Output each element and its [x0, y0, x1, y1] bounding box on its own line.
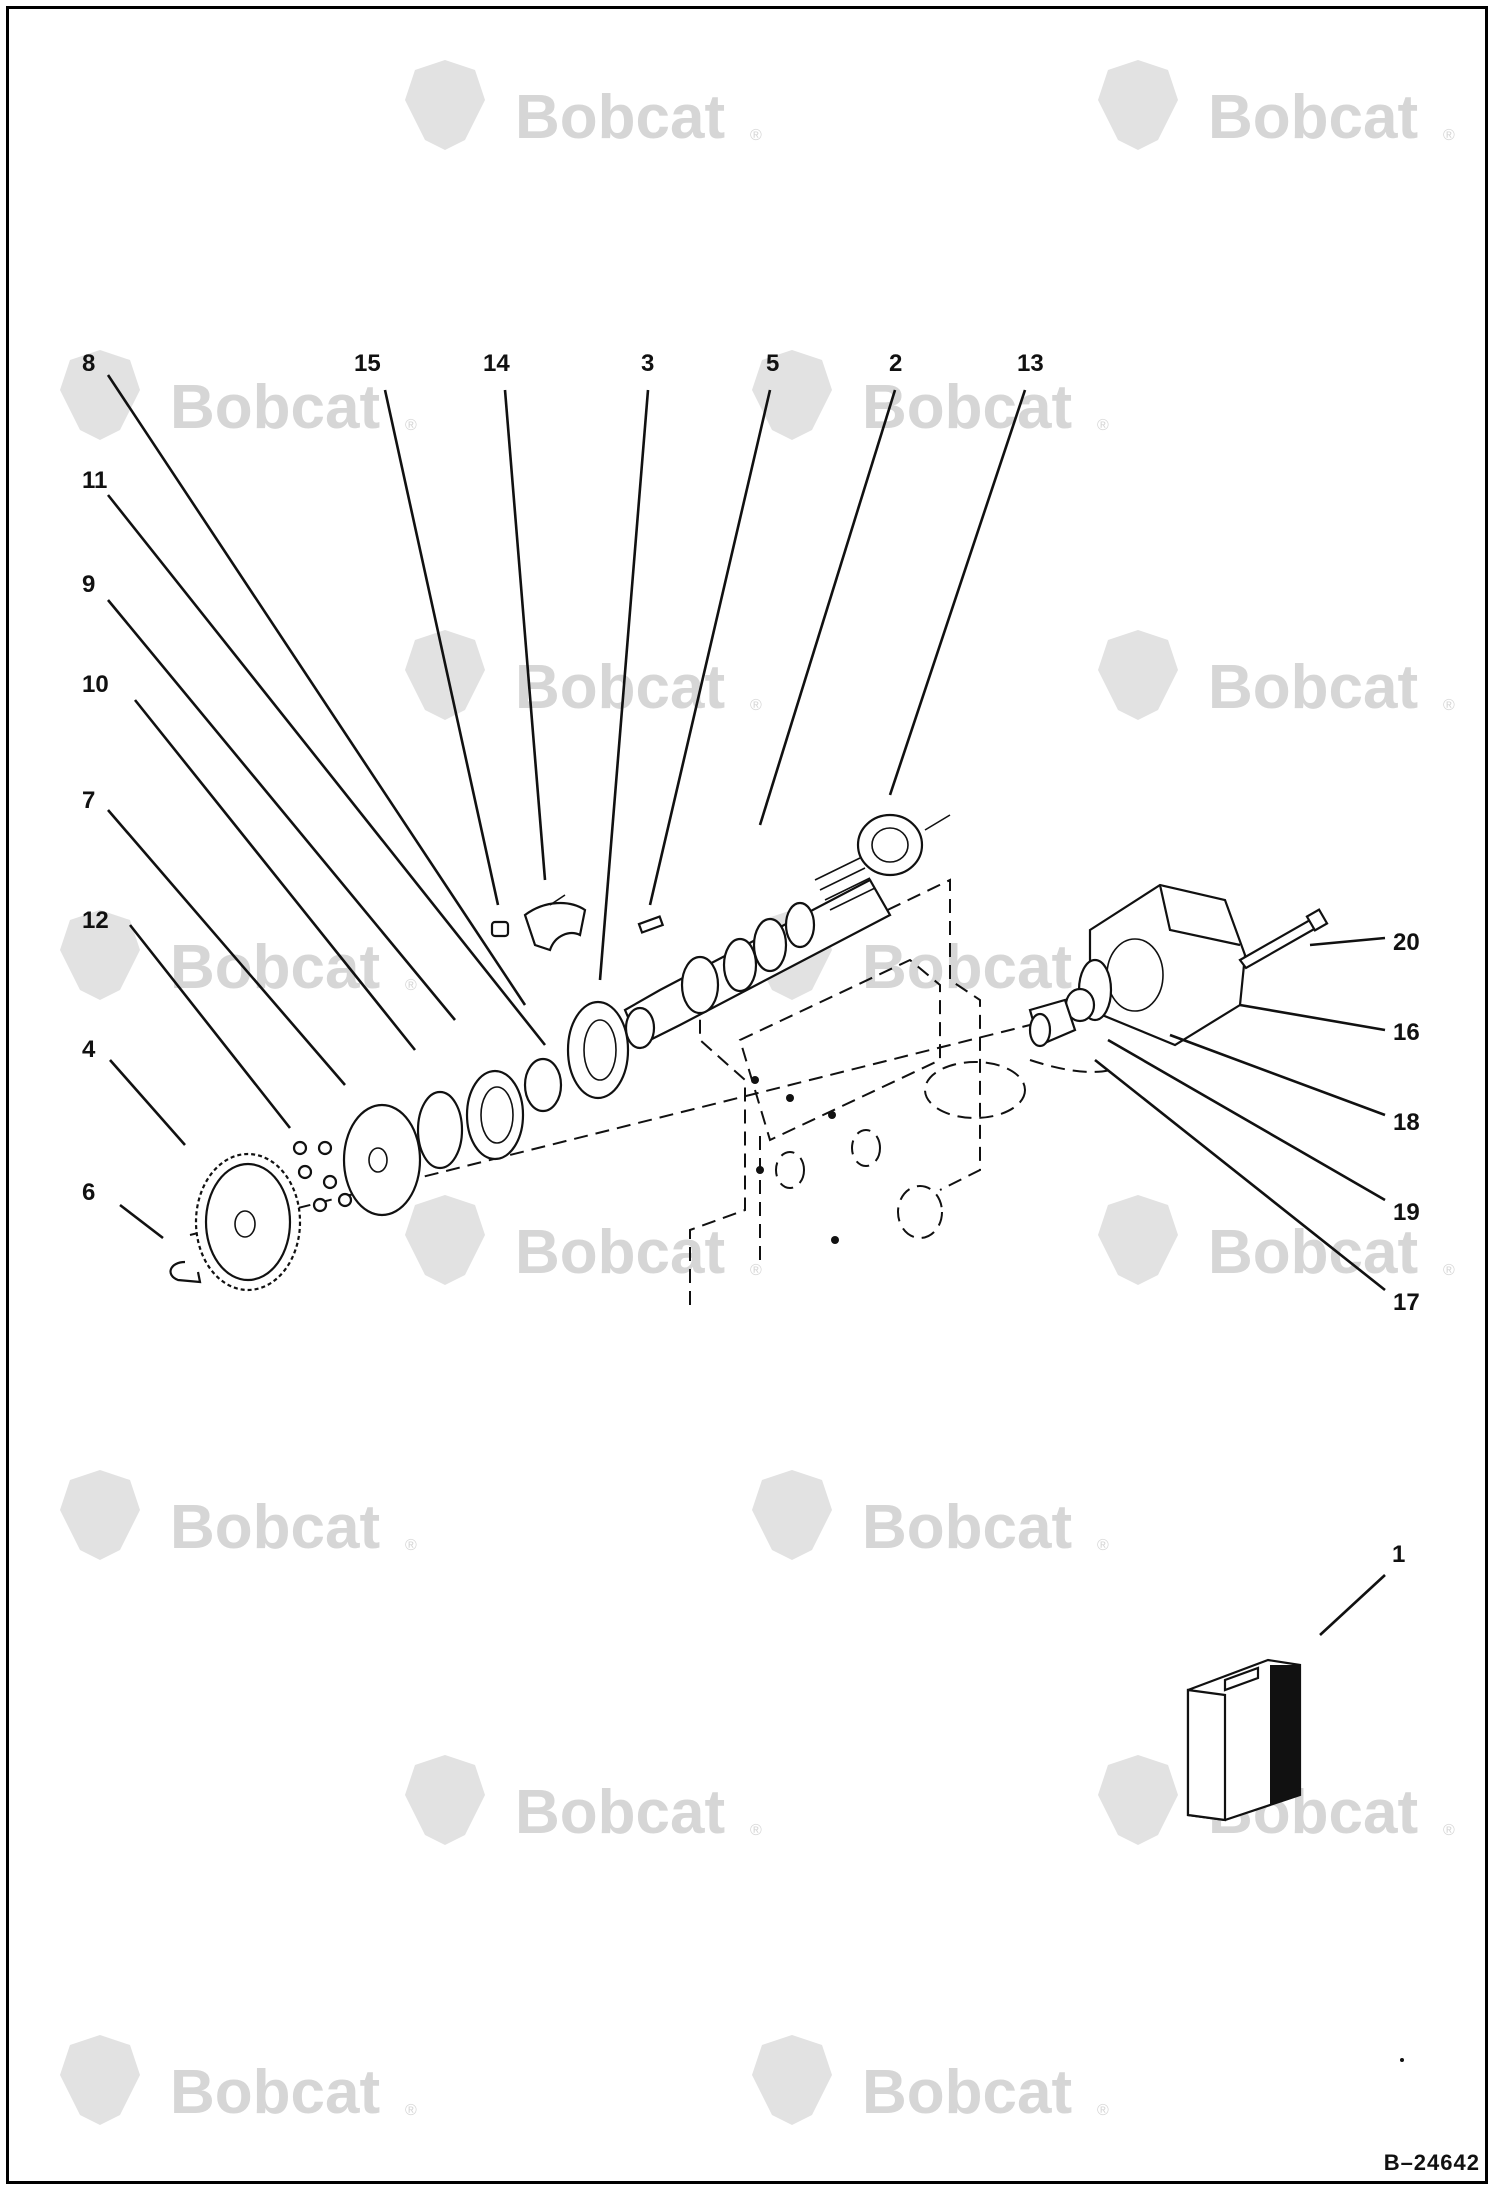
- watermark-logo: Bobcat ®: [1098, 630, 1455, 722]
- watermark-logo: Bobcat ®: [752, 2035, 1109, 2127]
- callout-label: 10: [82, 671, 109, 698]
- part-long-bolt: [1238, 908, 1329, 970]
- callout-label: 13: [1017, 350, 1044, 377]
- watermark-reg: ®: [1097, 1537, 1109, 1554]
- watermark-logo: Bobcat ®: [405, 1755, 762, 1847]
- watermark-text: Bobcat: [1208, 1218, 1418, 1287]
- watermark-reg: ®: [1443, 1262, 1455, 1279]
- callout-label: 4: [82, 1036, 96, 1063]
- watermark-reg: ®: [1443, 697, 1455, 714]
- callout-label: 18: [1393, 1109, 1420, 1136]
- callout-label: 16: [1393, 1019, 1420, 1046]
- callout-label: 15: [354, 350, 381, 377]
- part-screw: [490, 920, 510, 938]
- callout-label: 7: [82, 787, 95, 814]
- callout-label: 8: [82, 350, 95, 377]
- diagram-reference-id: B–24642: [1383, 2150, 1480, 2175]
- part-front-bearing: [566, 1000, 630, 1100]
- watermark-reg: ®: [405, 417, 417, 434]
- watermark-logo: Bobcat ®: [405, 60, 762, 152]
- callout-label: 17: [1393, 1289, 1420, 1316]
- part-kit-box: [1186, 1658, 1302, 1822]
- watermark-reg: ®: [750, 1822, 762, 1839]
- watermark-reg: ®: [405, 2102, 417, 2119]
- watermark-logo: Bobcat ®: [405, 1195, 762, 1287]
- watermark-text: Bobcat: [862, 2058, 1072, 2127]
- callout-label: 6: [82, 1179, 95, 1206]
- watermark-logo: Bobcat ®: [405, 630, 762, 722]
- callout-label: 14: [483, 350, 510, 377]
- watermark-reg: ®: [750, 697, 762, 714]
- watermark-logo: Bobcat ®: [1098, 1195, 1455, 1287]
- watermark-text: Bobcat: [170, 1493, 380, 1562]
- watermark-reg: ®: [1097, 417, 1109, 434]
- watermark-reg: ®: [750, 1262, 762, 1279]
- watermark-text: Bobcat: [515, 653, 725, 722]
- watermark-reg: ®: [1443, 1822, 1455, 1839]
- watermark-logo: Bobcat ®: [60, 910, 417, 1002]
- watermark-reg: ®: [405, 1537, 417, 1554]
- watermark-logo: Bobcat ®: [752, 350, 1109, 442]
- callout-label: 2: [889, 350, 902, 377]
- watermark-text: Bobcat: [170, 2058, 380, 2127]
- part-key: [637, 915, 665, 934]
- watermark-logo: Bobcat ®: [752, 1470, 1109, 1562]
- callout-label: 3: [641, 350, 654, 377]
- watermark-logo: Bobcat ®: [60, 1470, 417, 1562]
- part-pump-housing: [1088, 883, 1247, 1047]
- callout-label: 20: [1393, 929, 1420, 956]
- part-rear-bearing: [856, 813, 951, 877]
- watermark-text: Bobcat: [170, 933, 380, 1002]
- part-bearing: [465, 1069, 525, 1161]
- callout-labels: 8 15 14 3 5 2 13 11 9 10 7 12 4 6 20 16 …: [82, 350, 1420, 1568]
- watermark-text: Bobcat: [515, 1778, 725, 1847]
- watermark-text: Bobcat: [862, 373, 1072, 442]
- watermark-layer: Bobcat ® Bobcat ® Bobcat ® Bobcat ® Bobc…: [60, 60, 1455, 2127]
- callout-label: 11: [82, 467, 107, 494]
- watermark-reg: ®: [405, 977, 417, 994]
- part-coupling: [1028, 998, 1077, 1048]
- part-camshaft: [623, 857, 892, 1050]
- watermark-reg: ®: [750, 127, 762, 144]
- watermark-text: Bobcat: [170, 373, 380, 442]
- callout-label: 5: [766, 350, 779, 377]
- part-shim: [416, 1090, 464, 1170]
- callout-label: 19: [1393, 1199, 1420, 1226]
- watermark-text: Bobcat: [1208, 653, 1418, 722]
- callout-label: 12: [82, 907, 109, 934]
- callout-label: 9: [82, 571, 95, 598]
- part-plate: [342, 1103, 422, 1217]
- watermark-text: Bobcat: [1208, 83, 1418, 152]
- callout-label: 1: [1392, 1541, 1405, 1568]
- watermark-logo: Bobcat ®: [60, 350, 417, 442]
- watermark-reg: ®: [1443, 127, 1455, 144]
- watermark-text: Bobcat: [515, 83, 725, 152]
- part-gear: [194, 1152, 302, 1292]
- watermark-text: Bobcat: [862, 1493, 1072, 1562]
- watermark-logo: Bobcat ®: [1098, 60, 1455, 152]
- part-thrust-plate: [523, 901, 587, 952]
- part-snap-ring: [169, 1260, 202, 1284]
- leader-lines: [106, 374, 1386, 1636]
- part-spacer: [523, 1057, 563, 1113]
- watermark-logo: Bobcat ®: [60, 2035, 417, 2127]
- watermark-reg: ®: [1097, 2102, 1109, 2119]
